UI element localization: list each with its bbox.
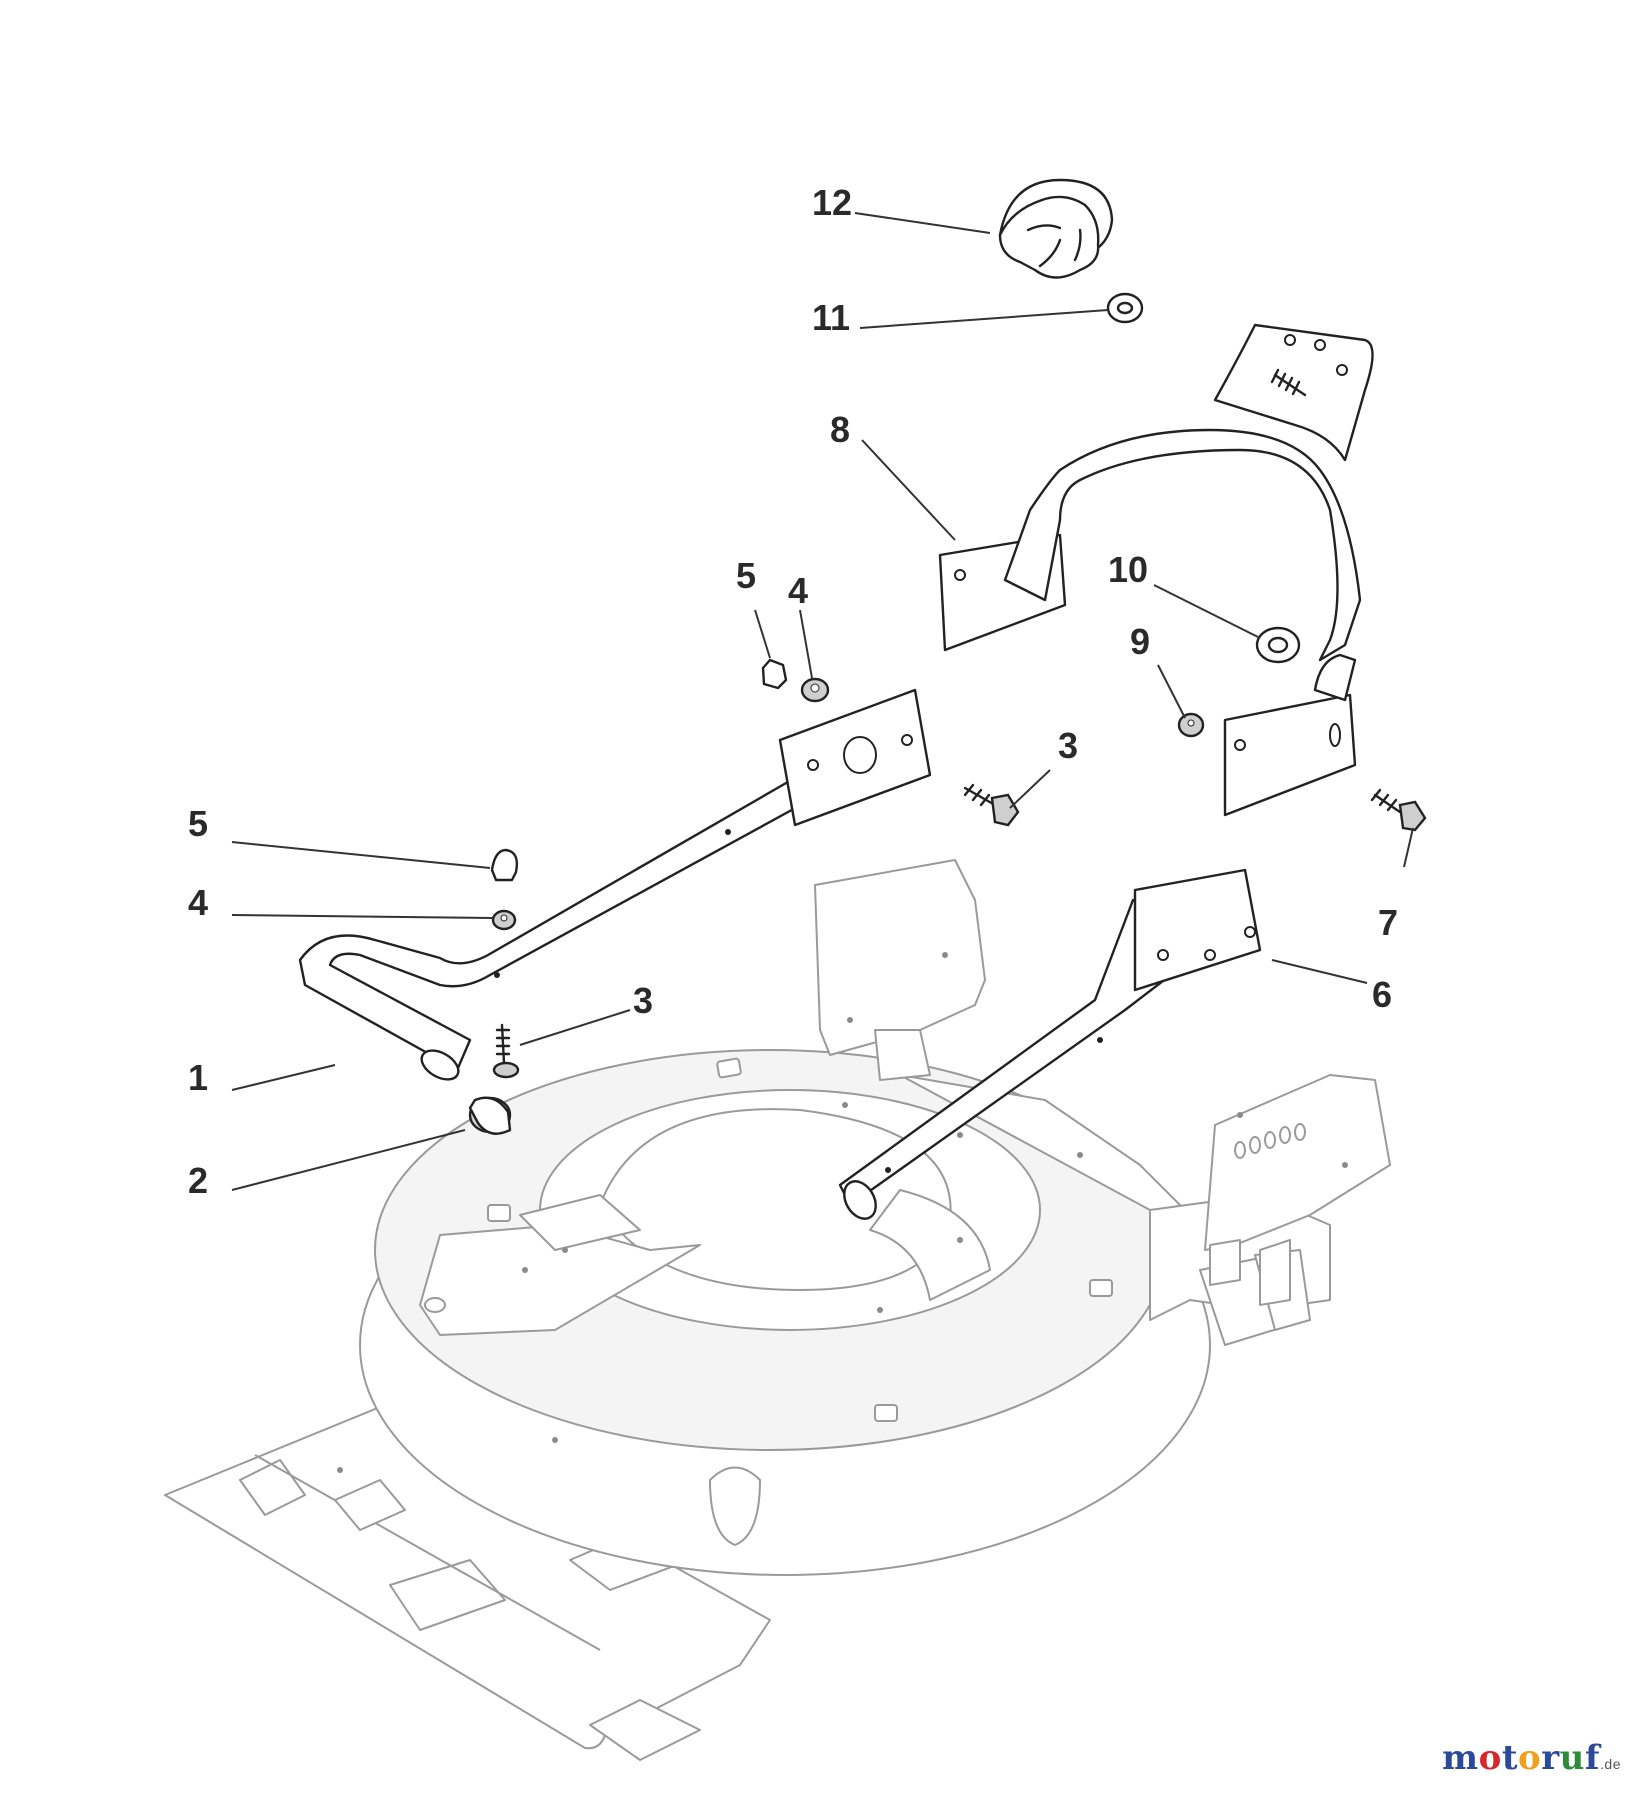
watermark-letter: o: [1478, 1738, 1502, 1778]
callout-4-top: 4: [788, 570, 808, 611]
part-7-bolt: [1370, 788, 1427, 832]
motoruf-watermark-logo: motoruf.de: [1442, 1738, 1621, 1778]
part-3-bolt-upper: [963, 783, 1020, 827]
part-4-nut-top: [800, 677, 830, 703]
part-5-cap-nut-top: [761, 658, 788, 690]
part-8-upper-handle: [938, 323, 1374, 817]
part-4-nut-left: [491, 909, 517, 931]
callout-12: 12: [812, 182, 852, 223]
watermark-letter: m: [1442, 1738, 1479, 1778]
callout-9: 9: [1130, 621, 1150, 662]
callout-10: 10: [1108, 549, 1148, 590]
watermark-letter: f: [1584, 1738, 1601, 1778]
callout-11: 11: [812, 297, 850, 338]
part-5-cap-nut-left: [490, 848, 519, 882]
part-12-knob: [998, 178, 1114, 279]
callout-5-left: 5: [188, 803, 208, 844]
watermark-letter: r: [1541, 1738, 1560, 1778]
callout-7: 7: [1378, 902, 1398, 943]
leader-lines: [231, 212, 1414, 1191]
callout-1: 1: [188, 1057, 208, 1098]
watermark-letter: t: [1501, 1738, 1519, 1778]
part-1-lower-handle-left: [298, 688, 932, 1081]
mower-deck: [164, 859, 1391, 1761]
callout-6: 6: [1372, 974, 1392, 1015]
part-2-end-plug: [468, 1096, 512, 1135]
part-6-lower-handle-right: [838, 868, 1262, 1220]
callout-numbers: 1 2 3 3 4 4 5 5 6 7 8 9 10 11 12: [188, 182, 1398, 1201]
watermark-suffix: .de: [1600, 1756, 1621, 1772]
watermark-letter: u: [1559, 1738, 1585, 1778]
callout-3-upper: 3: [1058, 725, 1078, 766]
part-3-screw-lower: [492, 1023, 520, 1079]
callout-3-lower: 3: [633, 980, 653, 1021]
callout-4-left: 4: [188, 882, 208, 923]
part-9-nut: [1177, 712, 1205, 738]
part-10-washer: [1255, 626, 1301, 664]
callout-5-top: 5: [736, 555, 756, 596]
callout-8: 8: [830, 409, 850, 450]
watermark-letter: o: [1518, 1738, 1542, 1778]
callout-2: 2: [188, 1160, 208, 1201]
part-11-washer: [1106, 292, 1144, 324]
